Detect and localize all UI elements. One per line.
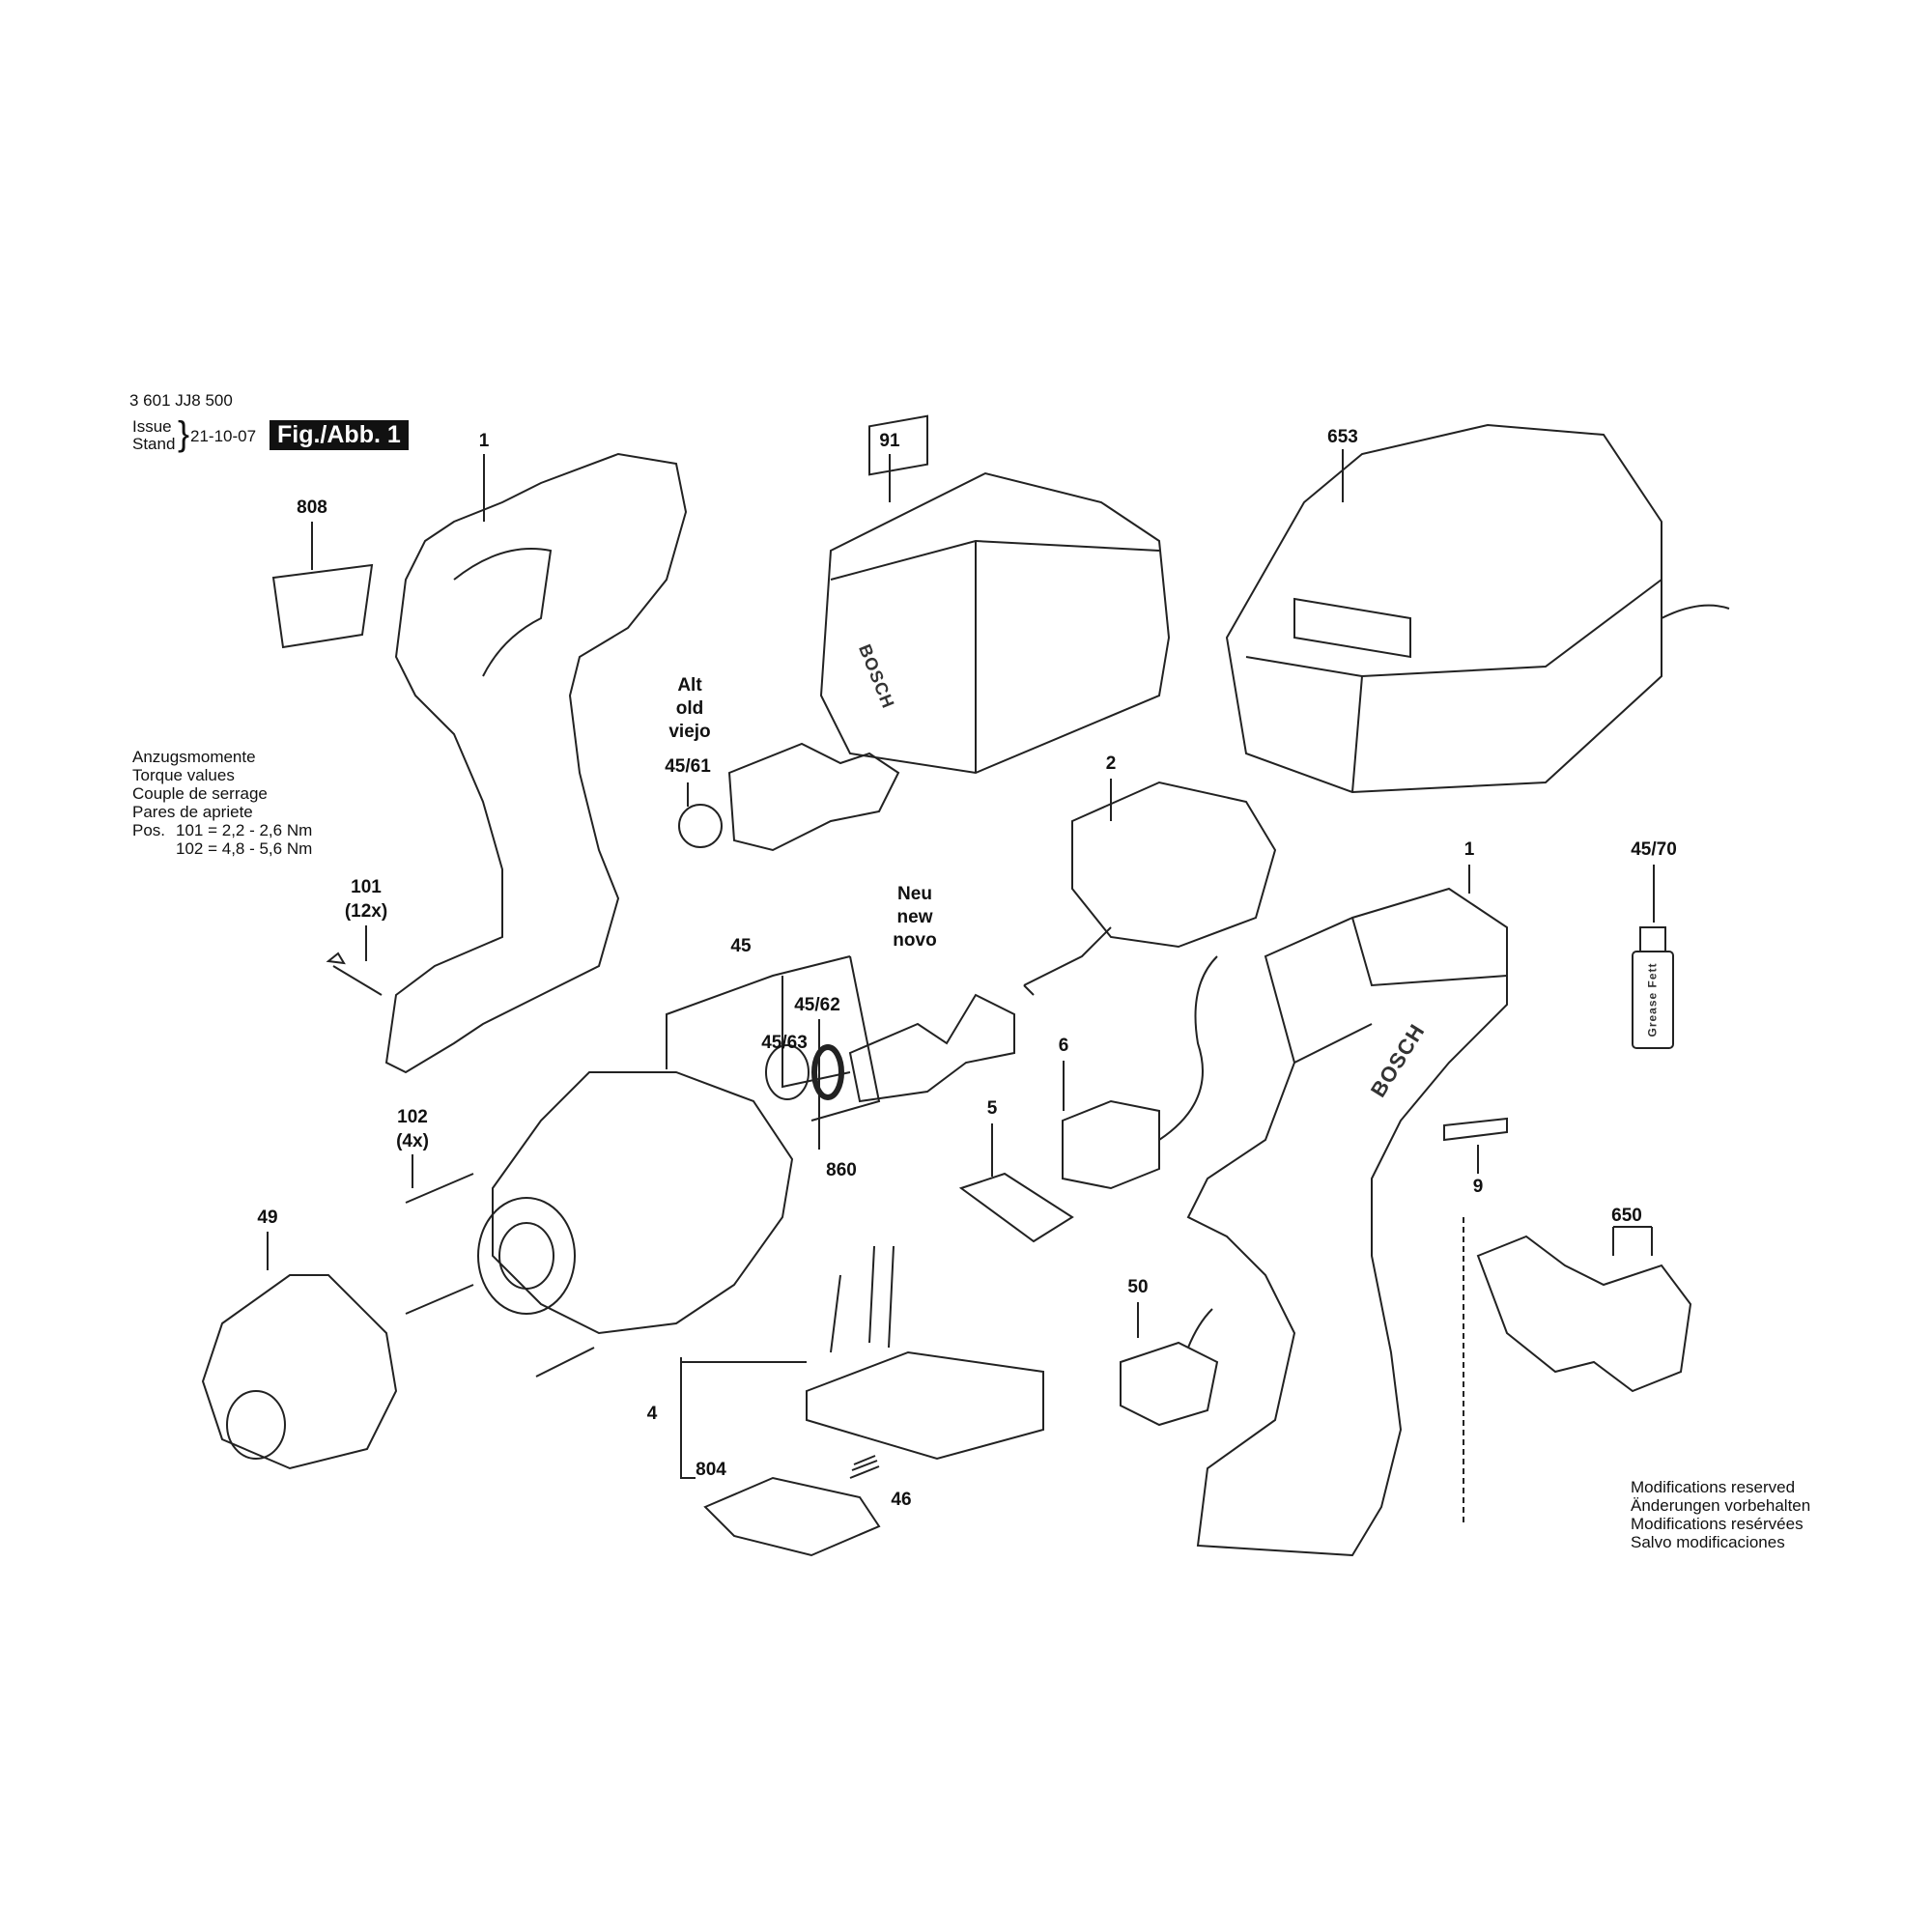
part-808-label — [271, 563, 374, 649]
callout-102: 102 — [397, 1107, 428, 1127]
part-4-electronics — [806, 1350, 1044, 1461]
modifications-line: Modifications reserved — [1631, 1478, 1796, 1496]
part-1-housing-left — [384, 452, 688, 1074]
brace: } — [178, 413, 190, 453]
torque-line: Couple de serrage — [132, 784, 268, 803]
torque-line: Pares de apriete — [132, 803, 253, 821]
callout-101: 101 — [351, 877, 382, 897]
callout-new: new — [896, 907, 933, 927]
callout-46: 46 — [891, 1490, 912, 1510]
modifications-line: Salvo modificaciones — [1631, 1533, 1785, 1551]
callout-old: old — [675, 698, 704, 719]
part-102-screw — [405, 1173, 595, 1378]
torque-pos-label: Pos. — [132, 821, 166, 839]
part-804-plate — [703, 1476, 881, 1557]
callout-neu: Neu — [897, 884, 932, 904]
callout-91: 91 — [879, 431, 900, 451]
callout-804: 804 — [696, 1460, 726, 1480]
callout-50: 50 — [1127, 1277, 1149, 1297]
part-45-gear-housing — [492, 1071, 794, 1335]
callout-alt: Alt — [677, 675, 702, 696]
torque-line: Torque values — [132, 766, 235, 784]
part-91-battery — [819, 471, 1171, 775]
part-101-screw — [326, 952, 383, 996]
figure-badge: Fig./Abb. 1 — [270, 420, 409, 450]
callout-49: 49 — [257, 1208, 278, 1228]
callout-1-left: 1 — [478, 431, 490, 451]
callout-novo: novo — [893, 930, 937, 951]
callout-102-qty: (4x) — [396, 1131, 429, 1151]
modifications-line: Modifications resérvées — [1631, 1515, 1804, 1533]
callout-4: 4 — [646, 1404, 658, 1424]
part-860-oring — [811, 1044, 844, 1100]
callout-45-63: 45/63 — [761, 1033, 808, 1053]
stand-label: Stand — [132, 435, 176, 453]
part-49-cap — [201, 1274, 398, 1470]
part-45-61-anvil — [727, 742, 900, 852]
part-number: 3 601 JJ8 500 — [129, 391, 233, 410]
issue-date: 21-10-07 — [190, 427, 257, 445]
modifications-line: Änderungen vorbehalten — [1631, 1496, 1811, 1515]
callout-9: 9 — [1472, 1177, 1484, 1197]
callout-45-62: 45/62 — [794, 995, 840, 1015]
callout-45-61: 45/61 — [665, 756, 711, 777]
part-650-belt-clip — [1476, 1235, 1692, 1393]
part-45-61-ring — [678, 804, 723, 848]
callout-6: 6 — [1058, 1036, 1069, 1056]
torque-row-102: 102 = 4,8 - 5,6 Nm — [176, 839, 313, 858]
part-5-slider — [958, 1172, 1074, 1243]
part-2-motor — [1071, 781, 1277, 949]
callout-101-qty: (12x) — [344, 901, 388, 922]
callout-2: 2 — [1105, 753, 1117, 774]
part-45-63-ring — [765, 1044, 810, 1100]
callout-45: 45 — [730, 936, 752, 956]
callout-653: 653 — [1327, 427, 1358, 447]
callout-1-right: 1 — [1463, 839, 1475, 860]
callout-viejo: viejo — [668, 722, 711, 742]
part-50-led-module — [1120, 1308, 1219, 1427]
grease-tube-label: Grease Fett — [1645, 962, 1660, 1037]
issue-label: Issue — [132, 417, 172, 436]
part-653-charger — [1225, 423, 1662, 794]
part-46-spring — [849, 1455, 880, 1479]
callout-808: 808 — [297, 497, 327, 518]
callout-860: 860 — [826, 1160, 857, 1180]
part-1-housing-right — [1186, 887, 1508, 1557]
callout-650: 650 — [1611, 1206, 1642, 1226]
callout-5: 5 — [986, 1098, 998, 1119]
part-45-62-anvil — [848, 993, 1015, 1103]
callout-45-70: 45/70 — [1631, 839, 1677, 860]
part-9-nameplate — [1443, 1117, 1508, 1142]
part-6-switch — [1062, 955, 1218, 1190]
torque-line: Anzugsmomente — [132, 748, 256, 766]
torque-row-101: 101 = 2,2 - 2,6 Nm — [176, 821, 313, 839]
